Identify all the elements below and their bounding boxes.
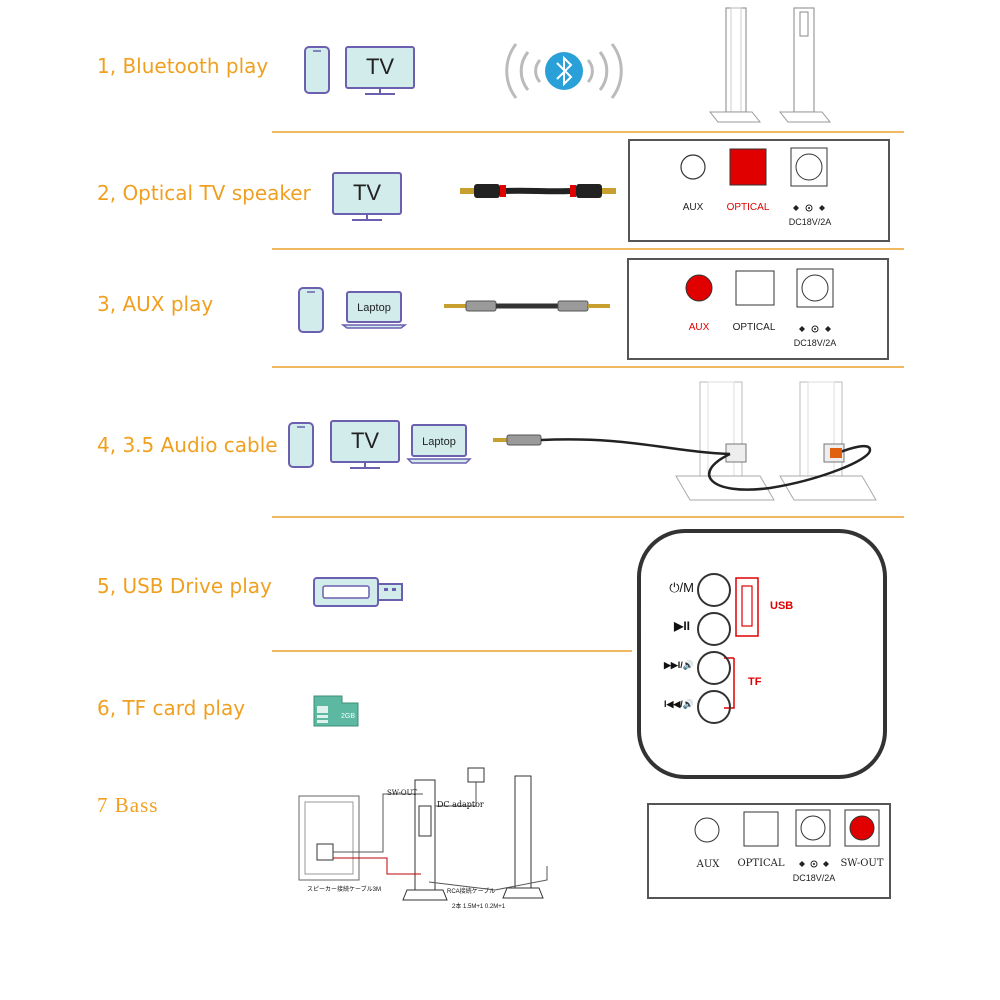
dc-polarity-icon <box>799 325 831 333</box>
tv-label: TV <box>352 180 382 205</box>
bass-wiring-diagram <box>298 767 548 901</box>
prev-volume-label: I◀◀/🔊 <box>663 699 694 709</box>
aux-port-label: AUX <box>696 859 720 870</box>
optical-cable-image <box>460 184 616 198</box>
divider-1 <box>272 131 904 133</box>
laptop-label: Laptop <box>422 436 456 448</box>
aux-cable-image <box>444 300 610 312</box>
sw-out-port-icon <box>844 809 880 847</box>
play-pause-button[interactable] <box>697 612 731 646</box>
prev-volume-button[interactable] <box>697 690 731 724</box>
dc-port-label: DC18V/2A <box>788 217 832 227</box>
optical-port-label: OPTICAL <box>732 322 776 333</box>
tv-icon <box>332 172 402 221</box>
optical-port-label: OPTICAL <box>726 202 770 213</box>
dc-port-icon <box>795 809 831 847</box>
dc-port-label: DC18V/2A <box>792 873 836 883</box>
aux-port-icon <box>680 154 706 180</box>
section-title-audio-cable: 4, 3.5 Audio cable <box>97 433 278 457</box>
tv-icon <box>330 420 400 469</box>
tf-card-capacity: 2GB <box>340 713 355 720</box>
dc-adaptor-label: DC adaptor <box>437 800 484 809</box>
section-title-bass: 7 Bass <box>97 793 159 817</box>
section-title-optical: 2, Optical TV speaker <box>97 181 311 205</box>
usb-drive-icon <box>313 577 403 607</box>
sw-out-diagram-label: SW-OUT <box>387 789 418 797</box>
laptop-icon <box>406 424 472 464</box>
tf-card-icon <box>313 695 359 727</box>
dc-port-label: DC18V/2A <box>793 338 837 348</box>
phone-icon <box>298 287 324 333</box>
tower-speakers-image <box>708 7 832 123</box>
aux-port-label: AUX <box>688 322 710 333</box>
tv-label: TV <box>350 428 380 453</box>
dc-port-icon <box>790 147 828 187</box>
dc-port-icon <box>796 268 834 308</box>
dc-polarity-icon <box>799 860 829 868</box>
divider-3 <box>272 366 904 368</box>
usb-port-label: USB <box>770 600 794 612</box>
dc-polarity-icon <box>793 204 825 212</box>
next-volume-label: ▶▶I/🔊 <box>663 660 694 670</box>
section-title-aux: 3, AUX play <box>97 292 214 316</box>
phone-icon <box>288 422 314 468</box>
mode-button[interactable] <box>697 573 731 607</box>
divider-5 <box>272 650 632 652</box>
tv-label: TV <box>365 54 395 79</box>
rca-cable-label: RCA接続ケーブル <box>447 889 496 895</box>
divider-2 <box>272 248 904 250</box>
section-title-bluetooth: 1, Bluetooth play <box>97 54 269 78</box>
aux-port-label: AUX <box>682 202 704 213</box>
section-title-usb: 5, USB Drive play <box>97 574 272 598</box>
sw-out-port-label: SW-OUT <box>840 858 884 869</box>
laptop-icon <box>340 291 408 329</box>
bluetooth-icon <box>505 43 623 99</box>
optical-port-label: OPTICAL <box>737 858 785 869</box>
aux-port-icon <box>685 274 713 302</box>
control-panel-frame <box>637 529 887 779</box>
rca-cable-note: 2本 1.5M+1 0.2M+1 <box>452 904 506 910</box>
speaker-connection-image <box>493 381 877 501</box>
tv-icon <box>345 46 415 95</box>
next-volume-button[interactable] <box>697 651 731 685</box>
divider-4 <box>272 516 904 518</box>
play-pause-label: ▶II <box>674 619 690 633</box>
optical-port-icon <box>729 148 767 186</box>
optical-port-icon <box>735 270 775 306</box>
phone-icon <box>304 46 330 94</box>
tf-slot-label: TF <box>748 676 762 688</box>
speaker-cable-label: スピーカー接続ケーブル3M <box>307 887 381 893</box>
aux-port-icon <box>694 817 720 843</box>
section-title-tf: 6, TF card play <box>97 696 246 720</box>
power-mode-label: ⏻/M <box>669 580 694 595</box>
optical-port-icon <box>743 811 779 847</box>
laptop-label: Laptop <box>357 302 391 314</box>
